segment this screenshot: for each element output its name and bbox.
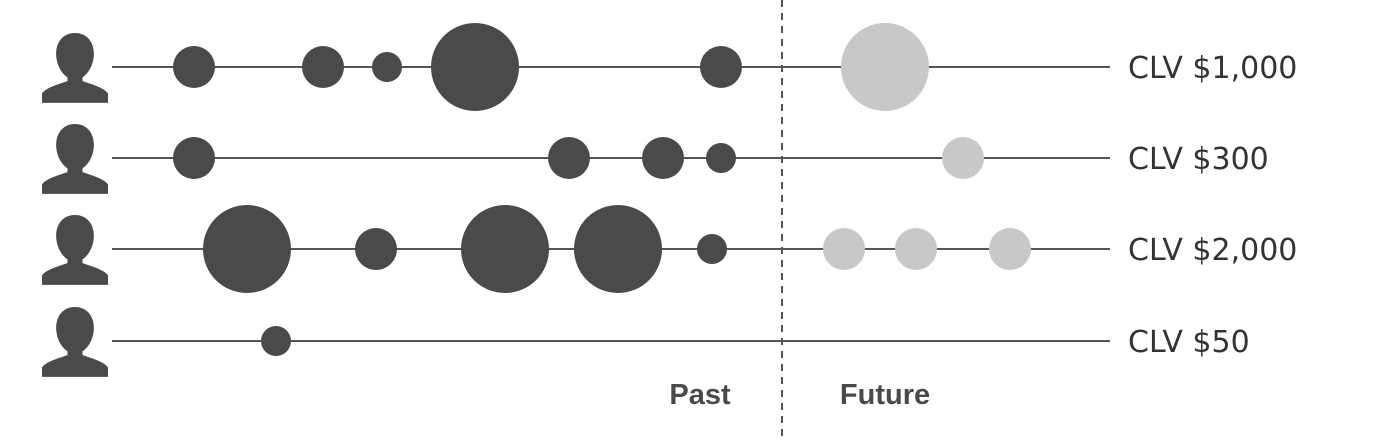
past-purchase-bubble [706, 143, 736, 173]
past-purchase-bubble [461, 205, 549, 293]
customer-row: CLV $2,000 [42, 205, 1297, 293]
past-purchase-bubble [700, 46, 742, 88]
past-purchase-bubble [548, 137, 590, 179]
customer-row: CLV $50 [42, 307, 1250, 377]
past-purchase-bubble [203, 205, 291, 293]
past-purchase-bubble [173, 46, 215, 88]
past-purchase-bubble [642, 137, 684, 179]
past-label: Past [669, 379, 731, 411]
person-silhouette-icon [42, 215, 108, 285]
clv-label: CLV $50 [1128, 325, 1250, 360]
future-purchase-bubble [942, 137, 984, 179]
person-silhouette-icon [42, 124, 108, 194]
past-purchase-bubble [261, 326, 291, 356]
future-purchase-bubble [823, 228, 865, 270]
past-purchase-bubble [355, 228, 397, 270]
past-purchase-bubble [372, 52, 402, 82]
customer-row: CLV $300 [42, 124, 1269, 194]
future-purchase-bubble [989, 228, 1031, 270]
past-purchase-bubble [431, 23, 519, 111]
person-silhouette-icon [42, 33, 108, 103]
person-silhouette-icon [42, 307, 108, 377]
clv-label: CLV $300 [1128, 142, 1269, 177]
past-purchase-bubble [302, 46, 344, 88]
customer-row: CLV $1,000 [42, 23, 1297, 111]
past-purchase-bubble [173, 137, 215, 179]
past-purchase-bubble [697, 234, 727, 264]
future-label: Future [840, 379, 930, 411]
future-purchase-bubble [895, 228, 937, 270]
clv-label: CLV $1,000 [1128, 51, 1297, 86]
future-purchase-bubble [841, 23, 929, 111]
clv-label: CLV $2,000 [1128, 233, 1297, 268]
past-purchase-bubble [574, 205, 662, 293]
